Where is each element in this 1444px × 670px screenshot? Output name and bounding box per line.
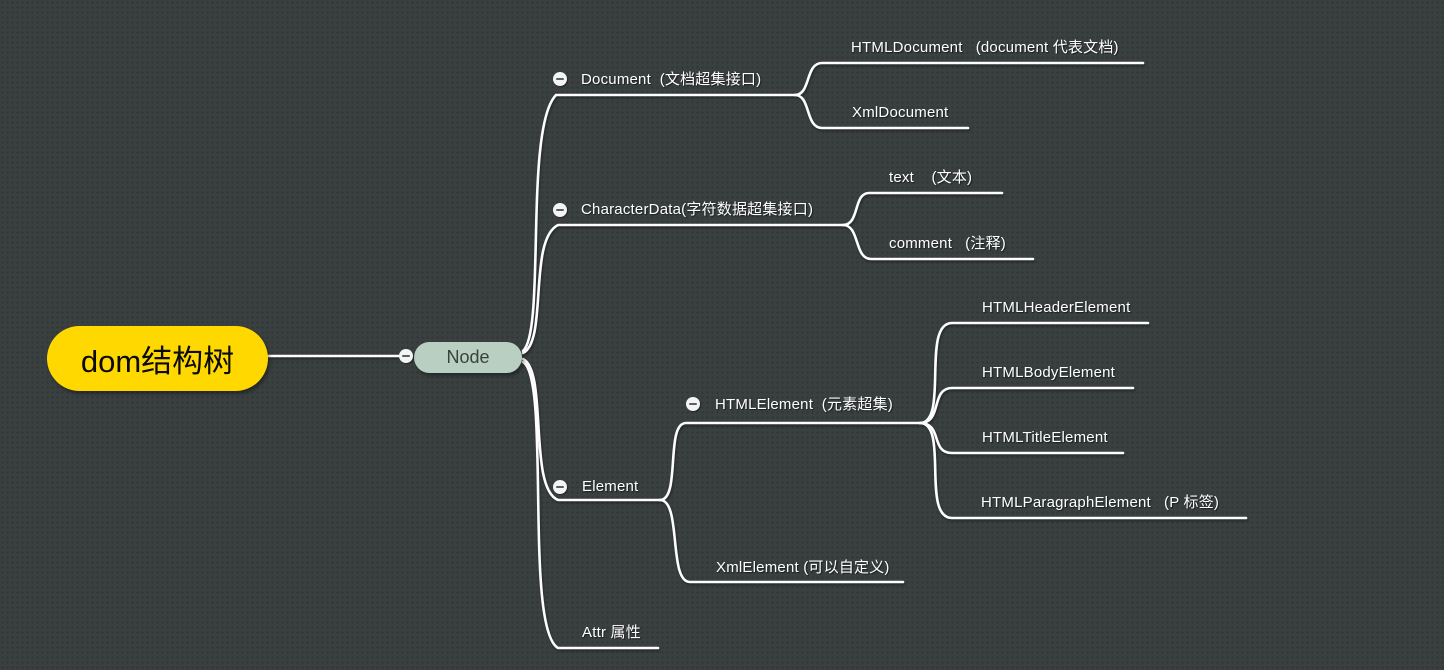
- connector-characterdata-comment: [841, 223, 1035, 261]
- topic-htmlheaderelement[interactable]: HTMLHeaderElement: [982, 299, 1131, 316]
- connector-node-attr: [521, 360, 660, 650]
- connector-element-htmlelement: [658, 421, 922, 502]
- collapse-icon-htmlelement[interactable]: [686, 397, 700, 411]
- connector-htmlelement-body: [918, 386, 1135, 425]
- minus-bar: [556, 209, 564, 211]
- connector-document-htmldocument: [793, 61, 1145, 97]
- topic-xmlelement[interactable]: XmlElement (可以自定义): [716, 559, 890, 576]
- connector-document-xmldocument: [793, 93, 970, 130]
- collapse-icon-element[interactable]: [553, 480, 567, 494]
- collapse-icon-document[interactable]: [553, 72, 567, 86]
- topic-text[interactable]: text (文本): [889, 169, 973, 186]
- minus-bar: [556, 486, 564, 488]
- topic-htmlelement[interactable]: HTMLElement (元素超集): [715, 396, 893, 413]
- connector-node-characterdata: [521, 223, 845, 355]
- collapse-icon-node[interactable]: [399, 349, 413, 363]
- connector-node-document: [521, 93, 797, 353]
- minus-bar: [689, 403, 697, 405]
- connector-htmlelement-header: [918, 321, 1150, 425]
- connector-characterdata-text: [841, 191, 1004, 227]
- topic-htmlparagraphelement[interactable]: HTMLParagraphElement (P 标签): [981, 494, 1220, 511]
- minus-bar: [556, 78, 564, 80]
- topic-htmltitleelement[interactable]: HTMLTitleElement: [982, 429, 1108, 446]
- minus-bar: [402, 355, 410, 357]
- topic-comment[interactable]: comment (注释): [889, 235, 1006, 252]
- topic-element[interactable]: Element: [582, 478, 639, 495]
- topic-xmldocument[interactable]: XmlDocument: [852, 104, 949, 121]
- topic-characterdata[interactable]: CharacterData(字符数据超集接口): [581, 201, 814, 218]
- connector-node-element: [521, 357, 662, 502]
- collapse-icon-characterdata[interactable]: [553, 203, 567, 217]
- topic-attr[interactable]: Attr 属性: [582, 624, 641, 641]
- topic-htmlbodyelement[interactable]: HTMLBodyElement: [982, 364, 1116, 381]
- topic-htmldocument[interactable]: HTMLDocument (document 代表文档): [851, 39, 1119, 56]
- connector-htmlelement-paragraph: [918, 421, 1248, 520]
- topic-document[interactable]: Document (文档超集接口): [581, 71, 762, 88]
- connector-element-xmlelement: [658, 498, 905, 584]
- node-topic[interactable]: Node: [414, 342, 522, 373]
- root-topic[interactable]: dom结构树: [47, 326, 268, 391]
